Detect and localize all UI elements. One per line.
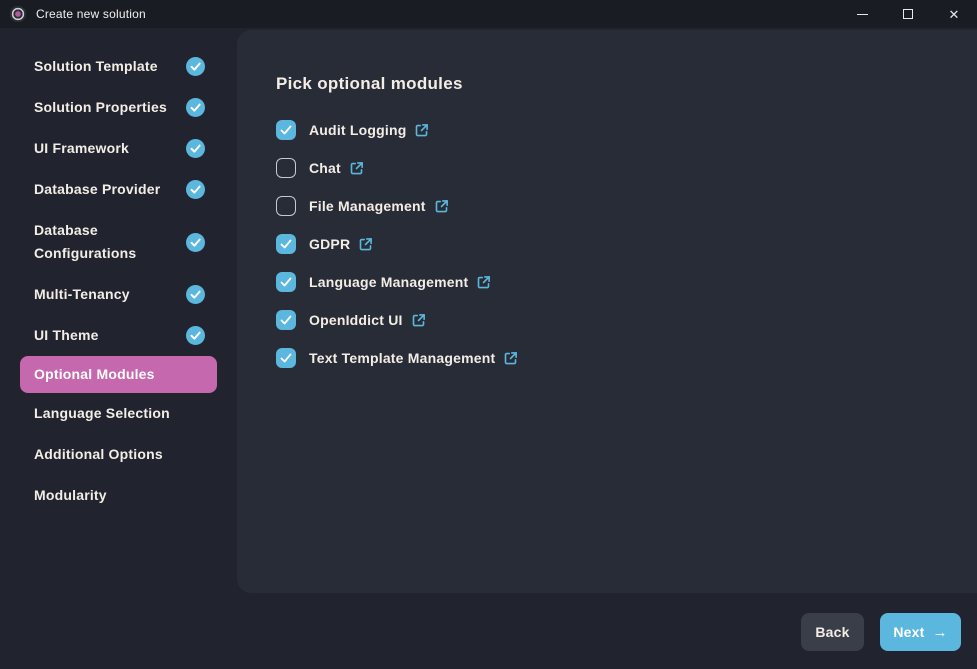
page-title: Pick optional modules <box>276 74 463 93</box>
checkbox-checked[interactable] <box>276 310 296 330</box>
sidebar-item-database-configurations[interactable]: Database Configurations <box>0 210 237 274</box>
back-button-label: Back <box>815 624 850 640</box>
sidebar-item-label: Database Configurations <box>34 222 137 261</box>
module-row-gdpr[interactable]: GDPR <box>276 225 937 263</box>
sidebar-item-optional-modules[interactable]: Optional Modules <box>20 356 217 393</box>
sidebar-item-label: Optional Modules <box>34 366 155 382</box>
module-row-openiddict-ui[interactable]: OpenIddict UI <box>276 301 937 339</box>
sidebar-item-solution-properties[interactable]: Solution Properties <box>0 87 237 128</box>
module-label: OpenIddict UI <box>309 312 403 328</box>
sidebar-item-label: Solution Properties <box>34 99 167 115</box>
checkbox-checked[interactable] <box>276 234 296 254</box>
external-link-icon[interactable] <box>349 161 364 176</box>
step-completed-icon <box>186 98 205 117</box>
window-title: Create new solution <box>36 7 146 21</box>
arrow-right-icon: → <box>932 623 948 641</box>
titlebar: Create new solution ✕ <box>0 0 977 28</box>
external-link-icon[interactable] <box>358 237 373 252</box>
next-button[interactable]: Next → <box>880 613 961 651</box>
maximize-button[interactable] <box>885 0 931 28</box>
checkbox-checked[interactable] <box>276 120 296 140</box>
external-link-icon[interactable] <box>503 351 518 366</box>
sidebar-item-solution-template[interactable]: Solution Template <box>0 46 237 87</box>
external-link-icon[interactable] <box>476 275 491 290</box>
checkbox-unchecked[interactable] <box>276 196 296 216</box>
module-label: Audit Logging <box>309 122 407 138</box>
checkbox-checked[interactable] <box>276 272 296 292</box>
sidebar-item-ui-framework[interactable]: UI Framework <box>0 128 237 169</box>
step-completed-icon <box>186 285 205 304</box>
sidebar-item-modularity[interactable]: Modularity <box>0 475 237 516</box>
next-button-label: Next <box>893 624 925 640</box>
sidebar-item-multi-tenancy[interactable]: Multi-Tenancy <box>0 274 237 315</box>
sidebar-item-label: Additional Options <box>34 446 163 462</box>
step-completed-icon <box>186 232 205 252</box>
minimize-icon <box>856 13 868 15</box>
step-completed-icon <box>186 326 205 345</box>
module-label: Language Management <box>309 274 469 290</box>
checkbox-checked[interactable] <box>276 348 296 368</box>
sidebar-item-label: UI Framework <box>34 140 129 156</box>
sidebar-item-label: Database Provider <box>34 181 161 197</box>
sidebar-item-database-provider[interactable]: Database Provider <box>0 169 237 210</box>
step-completed-icon <box>186 180 205 199</box>
external-link-icon[interactable] <box>434 199 449 214</box>
external-link-icon[interactable] <box>411 313 426 328</box>
sidebar-item-additional-options[interactable]: Additional Options <box>0 434 237 475</box>
module-row-file-management[interactable]: File Management <box>276 187 937 225</box>
maximize-icon <box>903 9 913 19</box>
module-row-language-management[interactable]: Language Management <box>276 263 937 301</box>
sidebar-item-ui-theme[interactable]: UI Theme <box>0 315 237 356</box>
app-logo-icon <box>10 6 26 22</box>
module-label: File Management <box>309 198 426 214</box>
module-row-chat[interactable]: Chat <box>276 149 937 187</box>
sidebar-item-label: Multi-Tenancy <box>34 286 130 302</box>
sidebar-item-label: UI Theme <box>34 327 99 343</box>
sidebar-item-label: Language Selection <box>34 405 170 421</box>
module-label: GDPR <box>309 236 351 252</box>
close-icon: ✕ <box>948 6 960 22</box>
sidebar-item-label: Solution Template <box>34 58 158 74</box>
module-row-audit-logging[interactable]: Audit Logging <box>276 111 937 149</box>
external-link-icon[interactable] <box>414 123 429 138</box>
step-completed-icon <box>186 57 205 76</box>
sidebar-item-language-selection[interactable]: Language Selection <box>0 393 237 434</box>
step-completed-icon <box>186 139 205 158</box>
window-controls: ✕ <box>839 0 977 28</box>
module-row-text-template-management[interactable]: Text Template Management <box>276 339 937 377</box>
module-label: Text Template Management <box>309 350 496 366</box>
close-button[interactable]: ✕ <box>931 0 977 28</box>
checkbox-unchecked[interactable] <box>276 158 296 178</box>
sidebar-item-label: Modularity <box>34 487 107 503</box>
minimize-button[interactable] <box>839 0 885 28</box>
footer-actions: Back Next → <box>801 613 961 651</box>
module-label: Chat <box>309 160 341 176</box>
back-button[interactable]: Back <box>801 613 864 651</box>
